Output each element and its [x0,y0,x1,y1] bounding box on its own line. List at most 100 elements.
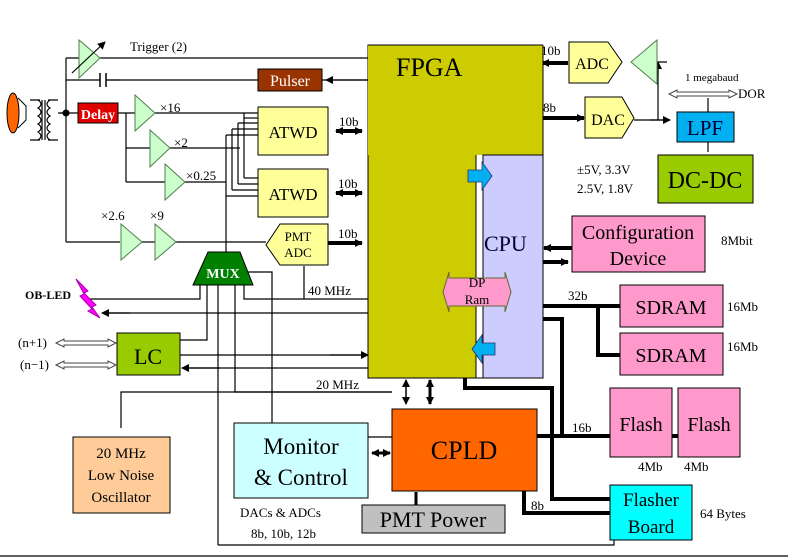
cpld-block[interactable] [391,408,538,492]
ob-led-label: OB-LED [25,288,71,302]
sdram-label-1: SDRAM [635,297,706,319]
link-n-plus-1-arrow-icon [54,338,118,348]
pulser-block[interactable] [257,68,323,92]
n-minus-1-label: (n−1) [20,357,49,372]
mux-label: MUX [206,267,239,282]
clock-20mhz-label: 20 MHz [316,377,359,392]
megabaud-label: 1 megabaud [685,72,739,84]
config-label-1: Configuration [582,222,694,244]
pmt-input [6,73,107,141]
sdram1-size-label: 16Mb [727,299,758,314]
delay-label: Delay [81,108,115,123]
transformer-icon [30,99,66,141]
flash-block-1[interactable] [609,387,673,458]
amp-x26-icon [120,222,143,262]
cpu-block[interactable] [482,154,544,379]
bus-flasher-label: 8b [531,498,544,513]
fpga-label: FPGA [396,53,463,82]
sdram2-size-label: 16Mb [727,339,758,354]
monitor-label-2: & Control [254,465,348,490]
pmt-adc-block[interactable] [265,223,329,266]
gain-x16-label: ×16 [160,100,181,115]
bus-atwd2-label: 10b [338,176,358,191]
flash2-size-label: 4Mb [684,459,709,474]
amplifiers [78,38,658,262]
clock-40mhz-label: 40 MHz [308,283,351,298]
variable-gain-arrow-icon [71,41,106,74]
dacs-adcs-label-1: DACs & ADCs [240,505,321,520]
led-icon [75,278,101,319]
adc-block[interactable] [568,41,623,84]
junction-dot [62,109,70,117]
flash1-size-label: 4Mb [638,459,663,474]
pulser-label: Pulser [270,73,311,90]
link-n-minus-1-arrow-icon [54,360,118,370]
dcdc-label: DC-DC [668,168,743,194]
configuration-device-block[interactable] [571,215,706,273]
cpu-label: CPU [484,231,527,256]
monitor-control-block[interactable] [233,422,369,499]
pmt-power-label: PMT Power [380,507,487,532]
pmt-adc-label-2: ADC [284,245,311,260]
bus-atwd1-label: 10b [339,114,359,129]
pmt-power-block[interactable] [361,504,506,534]
gain-x9-label: ×9 [150,208,164,223]
dp-ram-label-2: Ram [465,292,490,307]
sdram-block-2[interactable] [619,332,724,376]
oscillator-block[interactable] [72,436,171,514]
dcdc-block[interactable] [657,154,754,204]
flasher-size-label: 64 Bytes [700,506,746,521]
lc-block[interactable] [116,332,181,376]
capacitor-icon [99,73,107,87]
dac-block[interactable] [584,96,635,139]
osc-label-2: Low Noise [88,468,155,484]
atwd-label-2: ATWD [268,185,317,204]
receiver-amp-icon [630,38,658,86]
voltages-label-2: 2.5V, 1.8V [577,181,634,196]
fpga-to-cpu-arrow-icon [467,160,493,192]
amp-x2-icon [149,128,171,169]
atwd-block-2[interactable] [257,168,329,218]
pmt-adc-label-1: PMT [285,229,312,244]
amp-x9-icon [154,222,177,262]
dor-link-arrow-icon [667,89,739,99]
bus-flash-label: 16b [572,420,592,435]
lpf-block[interactable] [676,111,735,143]
flash-block-2[interactable] [677,387,741,458]
flasher-label-2: Board [628,517,675,538]
bus-pmtadc-label: 10b [338,226,358,241]
atwd-block-1[interactable] [257,106,329,156]
dp-ram-label-1: DP [469,275,486,290]
voltages-label-1: ±5V, 3.3V [577,162,631,177]
flash-label-1: Flash [619,414,662,436]
osc-label-1: 20 MHz [96,446,146,462]
cpu-to-fpga-arrow-icon [471,333,496,365]
cpld-label: CPLD [431,436,497,465]
bus-sdram-label: 32b [568,288,588,303]
config-size-label: 8Mbit [721,233,753,248]
sdram-block-1[interactable] [619,284,724,328]
atwd-label-1: ATWD [268,123,317,142]
data-buses [328,59,678,515]
flash-label-2: Flash [687,414,730,436]
config-label-2: Device [610,248,667,270]
amp-x16-icon [134,93,156,133]
adc-label: ADC [575,56,609,73]
lc-label: LC [134,344,162,369]
dp-ram-block[interactable] [442,271,512,313]
dor-label: DOR [738,86,766,101]
mux-block[interactable] [192,251,254,286]
gain-x025-label: ×0.25 [186,168,216,183]
bus-dac-label: 8b [543,100,556,115]
flasher-board-block[interactable] [609,484,693,541]
comm-links [54,89,739,370]
dac-label: DAC [591,112,625,129]
osc-label-3: Oscillator [91,490,150,506]
n-plus-1-label: (n+1) [18,335,47,350]
flasher-label-1: Flasher [623,490,680,511]
trigger-label: Trigger (2) [130,39,187,54]
delay-block[interactable] [77,102,119,124]
lpf-label: LPF [687,116,723,140]
bus-adc-label: 10b [541,43,561,58]
